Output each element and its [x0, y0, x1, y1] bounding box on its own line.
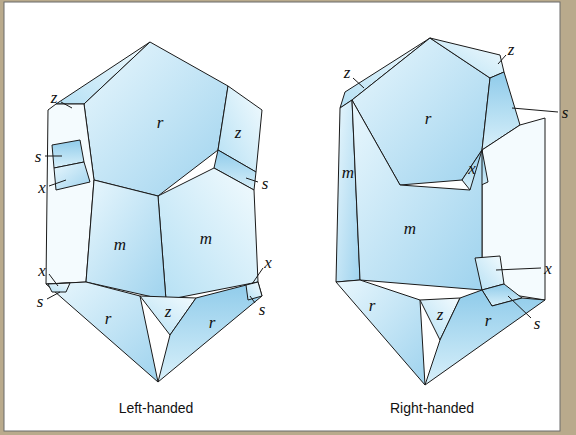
face-label: r [425, 110, 432, 127]
face-label: s [35, 148, 42, 165]
face-label: z [344, 64, 351, 81]
face-label: z [235, 124, 242, 141]
face-label: m [342, 164, 354, 181]
face-label: r [209, 314, 216, 331]
face-label: z [508, 41, 515, 58]
face-label: s [262, 175, 269, 192]
face-label: x [544, 260, 552, 277]
face-label: z [437, 306, 444, 323]
face-label: r [157, 114, 164, 131]
face-label: s [562, 104, 569, 121]
face-label: x [38, 179, 46, 196]
face-label: s [37, 293, 44, 310]
face-label: x [38, 262, 46, 279]
face-label: s [259, 301, 266, 318]
face-label: x [264, 254, 272, 271]
crystal-caption: Right-handed [390, 401, 474, 415]
face-label: s [534, 315, 541, 332]
face-label: m [200, 230, 212, 247]
face-label: x [468, 160, 476, 177]
face-label: m [404, 220, 416, 237]
face-label: m [114, 236, 126, 253]
face-label: z [165, 303, 172, 320]
face-label: r [485, 312, 492, 329]
face-label: r [369, 297, 376, 314]
face-label: r [105, 310, 112, 327]
crystal-caption: Left-handed [119, 401, 194, 415]
face-label: z [51, 89, 58, 106]
